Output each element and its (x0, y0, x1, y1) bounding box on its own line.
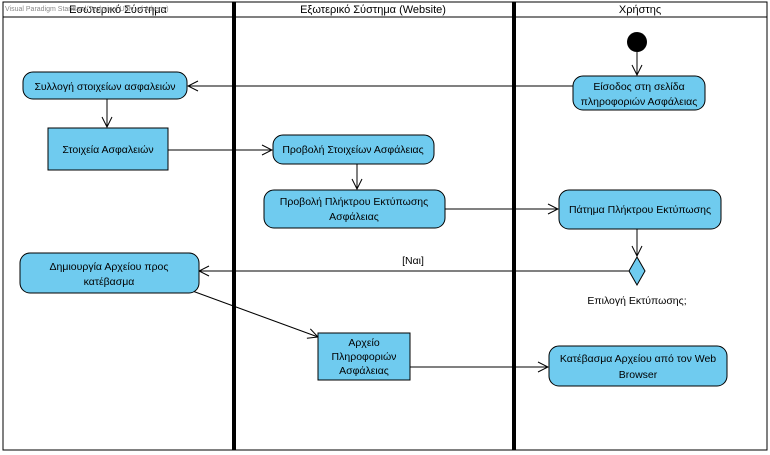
lane-title-internal: Εσωτερικό Σύστημα (69, 4, 167, 16)
initial-node (627, 32, 647, 52)
svg-text:Προβολή Στοιχείων Ασφάλειας: Προβολή Στοιχείων Ασφάλειας (282, 144, 423, 156)
action-entry-page: Είσοδος στη σελίδα πληροφοριών Ασφάλειας (572, 75, 706, 111)
watermark: Visual Paradigm Standard(Technical Univ.… (5, 6, 169, 13)
svg-text:Στοιχεία Ασφαλειών: Στοιχεία Ασφαλειών (62, 144, 153, 156)
svg-text:Συλλογή στοιχείων ασφαλειών: Συλλογή στοιχείων ασφαλειών (34, 81, 175, 93)
action-show-insurance-info: Προβολή Στοιχείων Ασφάλειας (272, 134, 435, 165)
decision-label: Επιλογή Εκτύπωσης; (587, 295, 686, 307)
flow-create-to-file (186, 288, 318, 337)
svg-text:Πάτημα Πλήκτρου Εκτύπωσης: Πάτημα Πλήκτρου Εκτύπωσης (569, 204, 711, 216)
svg-text:Δημιουργία Αρχείου προς: Δημιουργία Αρχείου προς (50, 261, 169, 273)
object-insurance-data: Στοιχεία Ασφαλειών (47, 127, 169, 171)
svg-text:Αρχείο: Αρχείο (348, 337, 380, 349)
lane-title-website: Εξωτερικό Σύστημα (Website) (300, 4, 446, 16)
svg-text:Browser: Browser (619, 369, 658, 381)
svg-text:Ασφάλειας: Ασφάλειας (339, 365, 389, 377)
lane-title-user: Χρήστης (619, 4, 661, 16)
object-info-file: Αρχείο Πληροφοριών Ασφάλειας (317, 332, 411, 381)
svg-text:Είσοδος στη σελίδα: Είσοδος στη σελίδα (593, 81, 684, 93)
action-press-print-button: Πάτημα Πλήκτρου Εκτύπωσης (558, 189, 722, 230)
svg-text:κατέβασμα: κατέβασμα (84, 276, 135, 288)
svg-text:Προβολή Πλήκτρου Εκτύπωσης: Προβολή Πλήκτρου Εκτύπωσης (280, 196, 428, 208)
svg-text:Κατέβασμα Αρχείου από τον Web: Κατέβασμα Αρχείου από τον Web (560, 353, 716, 365)
action-show-print-button: Προβολή Πλήκτρου Εκτύπωσης Ασφάλειας (263, 189, 446, 229)
control-flows (107, 52, 637, 367)
action-collect-insurance: Συλλογή στοιχείων ασφαλειών (22, 71, 188, 100)
guard-yes-label: [Ναι] (402, 255, 424, 267)
action-download-browser: Κατέβασμα Αρχείου από τον Web Browser (548, 345, 728, 387)
svg-text:Πληροφοριών: Πληροφοριών (332, 351, 397, 363)
action-create-download-file: Δημιουργία Αρχείου προς κατέβασμα (19, 252, 200, 294)
svg-text:πληροφοριών Ασφάλειας: πληροφοριών Ασφάλειας (581, 96, 698, 108)
decision-node (628, 255, 646, 287)
svg-text:Ασφάλειας: Ασφάλειας (329, 211, 379, 223)
